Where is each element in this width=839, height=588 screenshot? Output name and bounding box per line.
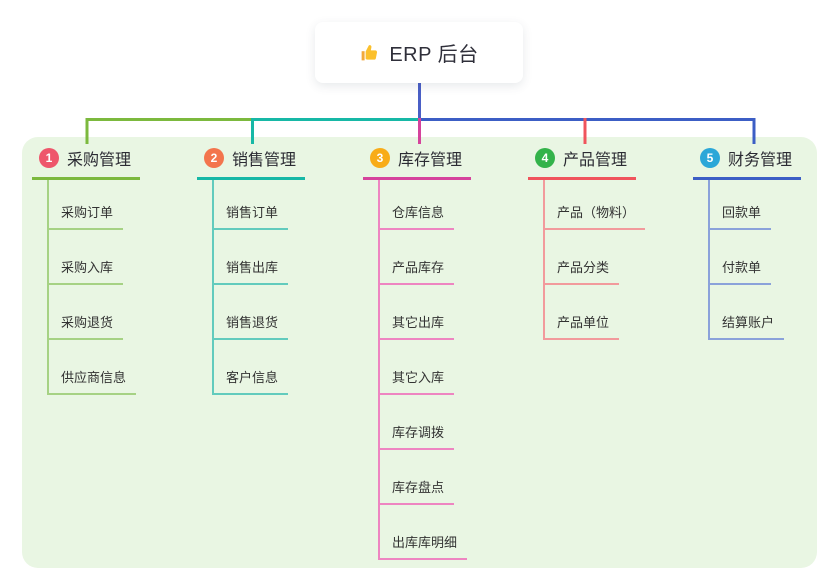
child-node-row: 其它出库 bbox=[380, 285, 483, 340]
branches-panel bbox=[22, 137, 817, 568]
branch-children: 产品（物料） 产品分类产品单位 bbox=[543, 180, 648, 340]
child-node[interactable]: 采购入库 bbox=[49, 257, 124, 285]
branch-number-badge: 1 bbox=[39, 148, 59, 168]
child-node[interactable]: 客户信息 bbox=[214, 367, 289, 395]
branch-5: 5 财务管理回款单付款单结算账户 bbox=[693, 146, 813, 340]
branch-children: 仓库信息产品库存其它出库其它入库库存调拨库存盘点出库库明细 bbox=[378, 180, 483, 560]
child-node[interactable]: 付款单 bbox=[710, 257, 772, 285]
root-node[interactable]: ERP 后台 bbox=[315, 22, 523, 83]
branch-header-3[interactable]: 3 库存管理 bbox=[363, 146, 471, 180]
branch-title: 采购管理 bbox=[67, 152, 132, 169]
child-node-row: 回款单 bbox=[710, 180, 813, 230]
child-node-row: 供应商信息 bbox=[49, 340, 152, 395]
branch-children: 销售订单销售出库销售退货客户信息 bbox=[212, 180, 317, 395]
child-node[interactable]: 供应商信息 bbox=[49, 367, 137, 395]
child-node[interactable]: 销售退货 bbox=[214, 312, 289, 340]
child-node[interactable]: 回款单 bbox=[710, 202, 772, 230]
child-node[interactable]: 其它出库 bbox=[380, 312, 455, 340]
child-node[interactable]: 其它入库 bbox=[380, 367, 455, 395]
child-node[interactable]: 库存盘点 bbox=[380, 477, 455, 505]
child-node-row: 客户信息 bbox=[214, 340, 317, 395]
child-node-row: 库存盘点 bbox=[380, 450, 483, 505]
child-node[interactable]: 出库库明细 bbox=[380, 532, 468, 560]
branch-number-badge: 3 bbox=[370, 148, 390, 168]
child-node-row: 结算账户 bbox=[710, 285, 813, 340]
branch-4: 4 产品管理产品（物料） 产品分类产品单位 bbox=[528, 146, 648, 340]
child-node-row: 销售出库 bbox=[214, 230, 317, 285]
child-node[interactable]: 产品单位 bbox=[545, 312, 620, 340]
child-node-row: 采购订单 bbox=[49, 180, 152, 230]
child-node-row: 销售订单 bbox=[214, 180, 317, 230]
child-node[interactable]: 结算账户 bbox=[710, 312, 785, 340]
branch-header-1[interactable]: 1 采购管理 bbox=[32, 146, 140, 180]
branch-header-5[interactable]: 5 财务管理 bbox=[693, 146, 801, 180]
branch-children: 采购订单采购入库采购退货供应商信息 bbox=[47, 180, 152, 395]
child-node-row: 产品单位 bbox=[545, 285, 648, 340]
child-node[interactable]: 库存调拨 bbox=[380, 422, 455, 450]
child-node-row: 仓库信息 bbox=[380, 180, 483, 230]
child-node-row: 产品库存 bbox=[380, 230, 483, 285]
branch-title: 产品管理 bbox=[563, 152, 628, 169]
branch-header-4[interactable]: 4 产品管理 bbox=[528, 146, 636, 180]
child-node[interactable]: 销售订单 bbox=[214, 202, 289, 230]
root-title: ERP 后台 bbox=[389, 44, 479, 66]
child-node-row: 出库库明细 bbox=[380, 505, 483, 560]
thumbs-up-icon bbox=[359, 42, 380, 63]
child-node-row: 其它入库 bbox=[380, 340, 483, 395]
child-node-row: 销售退货 bbox=[214, 285, 317, 340]
branch-header-2[interactable]: 2 销售管理 bbox=[197, 146, 305, 180]
child-node[interactable]: 产品库存 bbox=[380, 257, 455, 285]
branch-title: 财务管理 bbox=[728, 152, 793, 169]
branch-3: 3 库存管理仓库信息产品库存其它出库其它入库库存调拨库存盘点出库库明细 bbox=[363, 146, 483, 560]
branch-title: 库存管理 bbox=[398, 152, 463, 169]
branch-children: 回款单付款单结算账户 bbox=[708, 180, 813, 340]
child-node-row: 产品（物料） bbox=[545, 180, 648, 230]
child-node-row: 采购退货 bbox=[49, 285, 152, 340]
branch-number-badge: 5 bbox=[700, 148, 720, 168]
branch-title: 销售管理 bbox=[232, 152, 297, 169]
branch-number-badge: 2 bbox=[204, 148, 224, 168]
child-node[interactable]: 产品（物料） bbox=[545, 202, 646, 230]
child-node-row: 库存调拨 bbox=[380, 395, 483, 450]
child-node[interactable]: 采购退货 bbox=[49, 312, 124, 340]
branch-number-badge: 4 bbox=[535, 148, 555, 168]
child-node-row: 产品分类 bbox=[545, 230, 648, 285]
child-node[interactable]: 仓库信息 bbox=[380, 202, 455, 230]
child-node[interactable]: 产品分类 bbox=[545, 257, 620, 285]
branch-1: 1 采购管理采购订单采购入库采购退货供应商信息 bbox=[32, 146, 152, 395]
child-node[interactable]: 采购订单 bbox=[49, 202, 124, 230]
branch-2: 2 销售管理销售订单销售出库销售退货客户信息 bbox=[197, 146, 317, 395]
child-node-row: 采购入库 bbox=[49, 230, 152, 285]
child-node[interactable]: 销售出库 bbox=[214, 257, 289, 285]
child-node-row: 付款单 bbox=[710, 230, 813, 285]
